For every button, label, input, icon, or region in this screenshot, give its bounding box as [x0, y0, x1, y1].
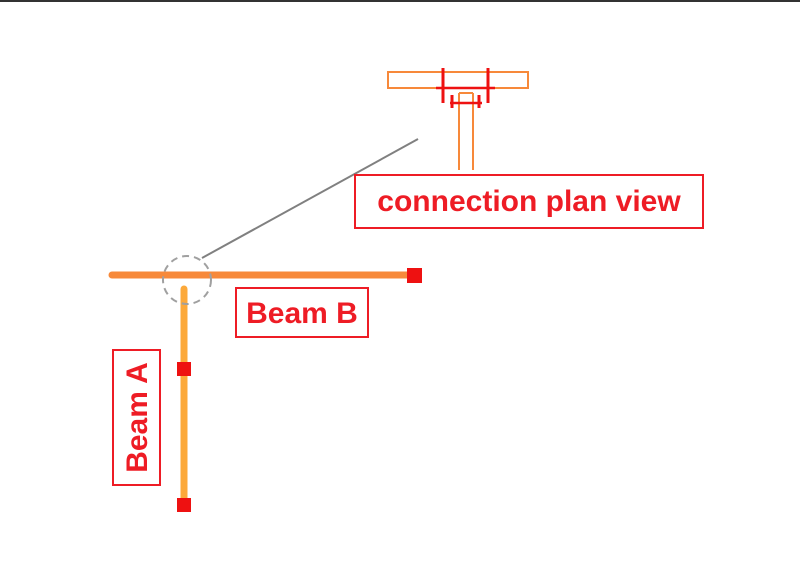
connection-label-text: connection plan view	[377, 185, 681, 218]
beam-a-label: Beam A	[112, 349, 161, 486]
leader-line	[201, 138, 419, 259]
connection-label-box	[354, 174, 704, 229]
detail-girder-flange	[387, 71, 529, 89]
connection-plan-view-detail	[387, 68, 529, 170]
connection-label: connection plan view	[354, 174, 704, 229]
beam-a-label-text: Beam A	[121, 362, 154, 473]
beam-a-mid-node	[177, 362, 191, 376]
beam-b-label-box	[235, 287, 369, 338]
beam-a-end-node	[177, 498, 191, 512]
beam-b-end-node	[407, 268, 422, 283]
beam-b-label-text: Beam B	[246, 297, 358, 330]
connection-callout-circle	[162, 255, 212, 305]
beam-b-label: Beam B	[235, 287, 369, 338]
beam-a-label-box	[112, 349, 161, 486]
